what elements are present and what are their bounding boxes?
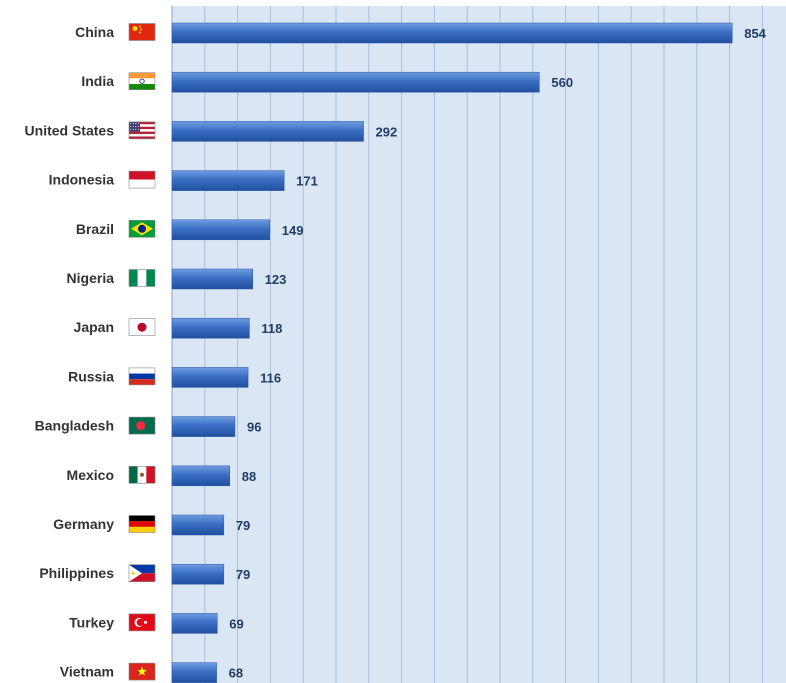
value-label-japan: 118 bbox=[261, 321, 282, 336]
category-label-japan: Japan bbox=[74, 319, 114, 335]
flag-icons bbox=[128, 23, 156, 681]
bar-mexico bbox=[171, 465, 230, 487]
category-label-bangladesh: Bangladesh bbox=[35, 418, 114, 434]
value-label-vietnam: 68 bbox=[229, 666, 243, 681]
grid-lines bbox=[204, 6, 763, 683]
category-label-turkey: Turkey bbox=[69, 614, 114, 630]
japan-flag-icon bbox=[128, 318, 156, 337]
category-label-germany: Germany bbox=[53, 516, 114, 532]
bars: 854 560 292 171 149 123 118 116 96 88 79 79 69 68 bbox=[171, 22, 767, 683]
category-label-philippines: Philippines bbox=[39, 565, 114, 581]
philippines-flag-icon bbox=[128, 564, 156, 583]
bar-japan bbox=[171, 317, 250, 339]
value-label-brazil: 149 bbox=[282, 223, 304, 238]
value-label-mexico: 88 bbox=[242, 469, 256, 484]
value-label-philippines: 79 bbox=[236, 567, 250, 582]
category-label-nigeria: Nigeria bbox=[67, 270, 115, 286]
category-label-russia: Russia bbox=[68, 368, 114, 384]
plot-area bbox=[172, 6, 786, 683]
value-label-russia: 116 bbox=[260, 370, 281, 385]
value-label-china: 854 bbox=[744, 26, 766, 41]
turkey-flag-icon bbox=[128, 613, 156, 632]
bar-bangladesh bbox=[171, 416, 236, 437]
value-label-bangladesh: 96 bbox=[247, 420, 261, 435]
bar-indonesia bbox=[171, 170, 285, 191]
bar-china bbox=[171, 22, 733, 44]
value-label-germany: 79 bbox=[236, 518, 250, 533]
value-label-turkey: 69 bbox=[229, 616, 243, 631]
russia-flag-icon bbox=[128, 367, 156, 386]
germany-flag-icon bbox=[128, 515, 156, 533]
category-label-mexico: Mexico bbox=[67, 467, 114, 483]
china-flag-icon bbox=[128, 23, 156, 41]
bangladesh-flag-icon bbox=[128, 416, 156, 435]
bar-russia bbox=[171, 367, 249, 388]
vietnam-flag-icon bbox=[128, 662, 156, 681]
brazil-flag-icon bbox=[128, 220, 156, 238]
category-label-united-states: United States bbox=[25, 122, 115, 138]
bar-germany bbox=[171, 514, 225, 536]
value-label-united-states: 292 bbox=[376, 124, 398, 139]
bar-vietnam bbox=[171, 662, 217, 683]
bar-philippines bbox=[171, 563, 225, 585]
india-flag-icon bbox=[128, 72, 156, 90]
bar-united-states bbox=[171, 121, 364, 142]
indonesia-flag-icon bbox=[128, 170, 156, 189]
category-label-vietnam: Vietnam bbox=[60, 664, 114, 680]
value-label-indonesia: 171 bbox=[296, 174, 318, 189]
bar-turkey bbox=[171, 613, 218, 634]
category-label-brazil: Brazil bbox=[76, 221, 114, 237]
bar-brazil bbox=[171, 219, 270, 241]
value-label-nigeria: 123 bbox=[265, 272, 287, 287]
united-states-flag-icon bbox=[128, 121, 156, 140]
bar-india bbox=[171, 71, 540, 93]
category-label-china: China bbox=[75, 24, 114, 40]
category-label-india: India bbox=[81, 73, 114, 89]
nigeria-flag-icon bbox=[128, 269, 156, 287]
value-label-india: 560 bbox=[551, 75, 573, 90]
mexico-flag-icon bbox=[128, 465, 156, 484]
category-label-indonesia: Indonesia bbox=[49, 172, 115, 188]
bar-nigeria bbox=[171, 268, 253, 290]
